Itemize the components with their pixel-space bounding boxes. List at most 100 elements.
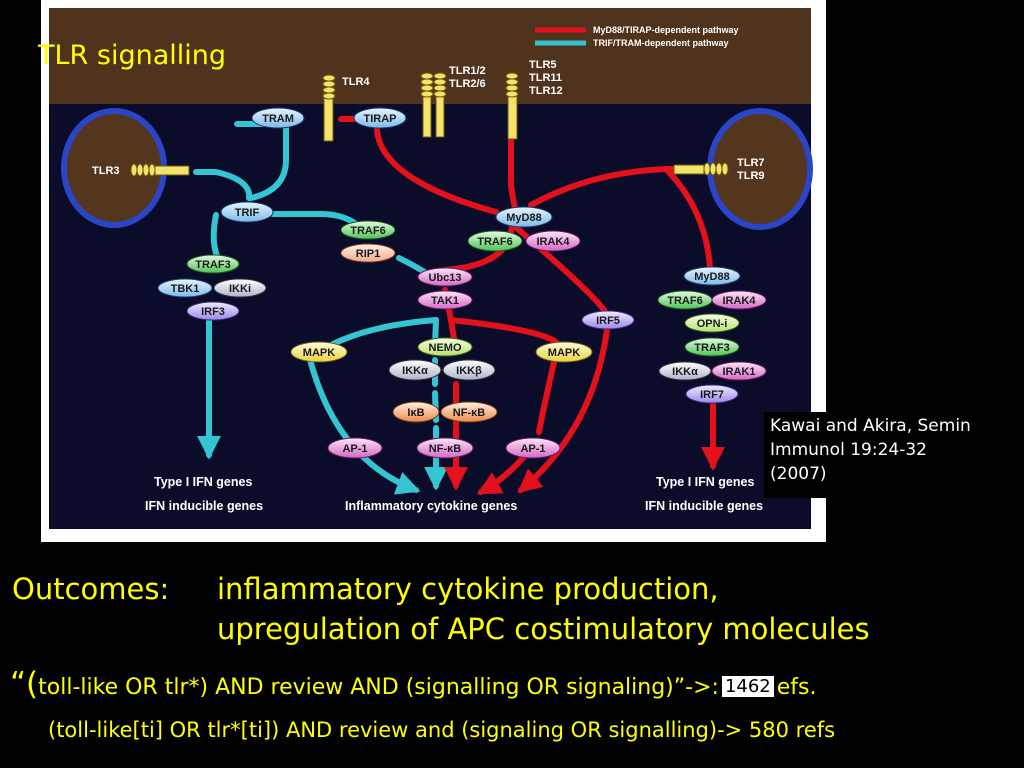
tlr1-2-label: TLR1/2 <box>449 65 486 77</box>
receptor-tlr7-9: TLR7 TLR9 <box>673 157 765 182</box>
node-ap1-left: AP-1 <box>327 437 383 459</box>
node-ap1-right: AP-1 <box>505 437 561 459</box>
gene-label-right-2: IFN inducible genes <box>645 499 763 513</box>
node-nfkb-1-label: NF-κB <box>453 407 485 419</box>
outcome-line-1: inflammatory cytokine production, <box>217 572 719 606</box>
node-traf3-right: TRAF3 <box>684 337 740 357</box>
node-irak1-label: IRAK1 <box>722 366 755 378</box>
node-ubc13-label: Ubc13 <box>428 272 461 284</box>
node-rip1: RIP1 <box>340 243 396 263</box>
node-irf3-label: IRF3 <box>201 306 225 318</box>
node-nfkb-2-label: NF-κB <box>429 443 461 455</box>
node-trif-label: TRIF <box>235 207 260 219</box>
node-ikka-label: IKKα <box>402 365 428 377</box>
node-ikkb-label: IKKβ <box>456 365 482 377</box>
node-mapk-right: MAPK <box>535 341 593 363</box>
node-nemo-label: NEMO <box>429 342 462 354</box>
node-irak4-right-label: IRAK4 <box>722 295 756 307</box>
citation-line-3: (2007) <box>770 464 827 484</box>
node-irak4: IRAK4 <box>525 230 581 252</box>
citation-box: Kawai and Akira, Semin Immunol 19:24-32 … <box>764 412 1024 498</box>
query-1-count: 1462 <box>721 676 774 697</box>
node-nfkb-2: NF-κB <box>416 437 474 459</box>
node-tak1: TAK1 <box>417 290 473 310</box>
tlr7-label: TLR7 <box>737 157 765 169</box>
gene-label-left-2: IFN inducible genes <box>145 499 263 513</box>
node-irf7: IRF7 <box>685 384 739 404</box>
node-opn-i: OPN-i <box>684 313 740 333</box>
receptor-tlr4: TLR4 <box>322 74 370 142</box>
node-mapk-left-label: MAPK <box>303 347 335 359</box>
node-tram: TRAM <box>251 107 305 129</box>
search-query-2: (toll-like[ti] OR tlr*[ti]) AND review a… <box>48 718 836 742</box>
node-tbk1-label: TBK1 <box>171 283 200 295</box>
node-tbk1: TBK1 <box>157 278 213 298</box>
node-irf5-label: IRF5 <box>596 315 620 327</box>
tlr-pathway-figure: MyD88/TIRAP-dependent pathway TRIF/TRAM-… <box>41 0 826 542</box>
node-myd88: MyD88 <box>495 206 553 228</box>
node-traf3-left: TRAF3 <box>186 254 240 274</box>
legend-label-trif: TRIF/TRAM-dependent pathway <box>593 38 729 48</box>
node-myd88-right-label: MyD88 <box>694 271 729 283</box>
receptor-tlr5: TLR5 TLR11 TLR12 <box>505 59 563 140</box>
node-tak1-label: TAK1 <box>431 295 459 307</box>
node-nemo: NEMO <box>417 337 473 357</box>
node-traf6-right: TRAF6 <box>467 230 523 252</box>
node-tirap: TIRAP <box>353 107 407 129</box>
gene-label-left-1: Type I IFN genes <box>154 475 252 489</box>
node-ikka: IKKα <box>388 359 442 381</box>
node-traf3-left-label: TRAF3 <box>195 259 230 271</box>
query-1-suffix: efs. <box>776 675 817 700</box>
node-ikki-label: IKKi <box>229 283 251 295</box>
tlr9-label: TLR9 <box>737 170 765 182</box>
node-rip1-label: RIP1 <box>356 248 380 260</box>
node-irf5: IRF5 <box>581 310 635 330</box>
node-ap1-left-label: AP-1 <box>342 443 367 455</box>
outcomes-label: Outcomes: <box>12 572 170 606</box>
node-irak1: IRAK1 <box>711 361 767 381</box>
node-traf6-far-right: TRAF6 <box>657 290 713 310</box>
gene-label-right-1: Type I IFN genes <box>656 475 754 489</box>
node-tirap-label: TIRAP <box>364 113 397 125</box>
node-traf3-right-label: TRAF3 <box>694 342 729 354</box>
tlr11-label: TLR11 <box>529 72 562 84</box>
node-ikka-right: IKKα <box>658 361 712 381</box>
receptor-tlr3: TLR3 <box>92 163 190 177</box>
node-ikka-right-label: IKKα <box>672 366 698 378</box>
tlr5-label: TLR5 <box>529 59 557 71</box>
node-traf6-mid-label: TRAF6 <box>350 225 385 237</box>
node-traf6-mid: TRAF6 <box>340 220 396 240</box>
legend: MyD88/TIRAP-dependent pathway TRIF/TRAM-… <box>535 25 739 48</box>
node-ikb: IκB <box>392 401 440 423</box>
tlr3-label: TLR3 <box>92 165 120 177</box>
node-myd88-right: MyD88 <box>683 266 741 286</box>
tlr12-label: TLR12 <box>529 85 563 97</box>
citation-line-2: Immunol 19:24-32 <box>770 440 927 460</box>
legend-label-myd88: MyD88/TIRAP-dependent pathway <box>593 25 739 35</box>
node-traf6-right-label: TRAF6 <box>477 236 512 248</box>
tlr4-label: TLR4 <box>342 76 370 88</box>
node-ikb-label: IκB <box>407 407 424 419</box>
tlr-pathway-diagram: MyD88/TIRAP-dependent pathway TRIF/TRAM-… <box>49 8 813 529</box>
slide-title: TLR signalling <box>38 40 226 71</box>
node-mapk-left: MAPK <box>290 341 348 363</box>
outcome-line-2: upregulation of APC costimulatory molecu… <box>217 612 870 646</box>
tlr2-6-label: TLR2/6 <box>449 78 486 90</box>
search-query-1: “(toll-like OR tlr*) AND review AND (sig… <box>10 666 817 702</box>
node-mapk-right-label: MAPK <box>548 347 580 359</box>
node-nfkb-1: NF-κB <box>440 401 498 423</box>
query-1-text: toll-like OR tlr*) AND review AND (signa… <box>38 675 719 700</box>
node-irf7-label: IRF7 <box>700 389 724 401</box>
receptor-tlr1-2: TLR1/2 TLR2/6 <box>420 65 486 138</box>
node-irak4-right: IRAK4 <box>711 290 767 310</box>
node-opn-i-label: OPN-i <box>697 318 728 330</box>
citation-line-1: Kawai and Akira, Semin <box>770 416 971 436</box>
gene-label-center: Inflammatory cytokine genes <box>345 499 517 513</box>
node-myd88-label: MyD88 <box>506 212 541 224</box>
node-ap1-right-label: AP-1 <box>520 443 545 455</box>
node-trif: TRIF <box>220 201 274 223</box>
query-1-open-quote: “( <box>10 666 39 702</box>
node-traf6-far-right-label: TRAF6 <box>667 295 702 307</box>
node-irf3: IRF3 <box>186 301 240 321</box>
node-ikki: IKKi <box>213 278 267 298</box>
